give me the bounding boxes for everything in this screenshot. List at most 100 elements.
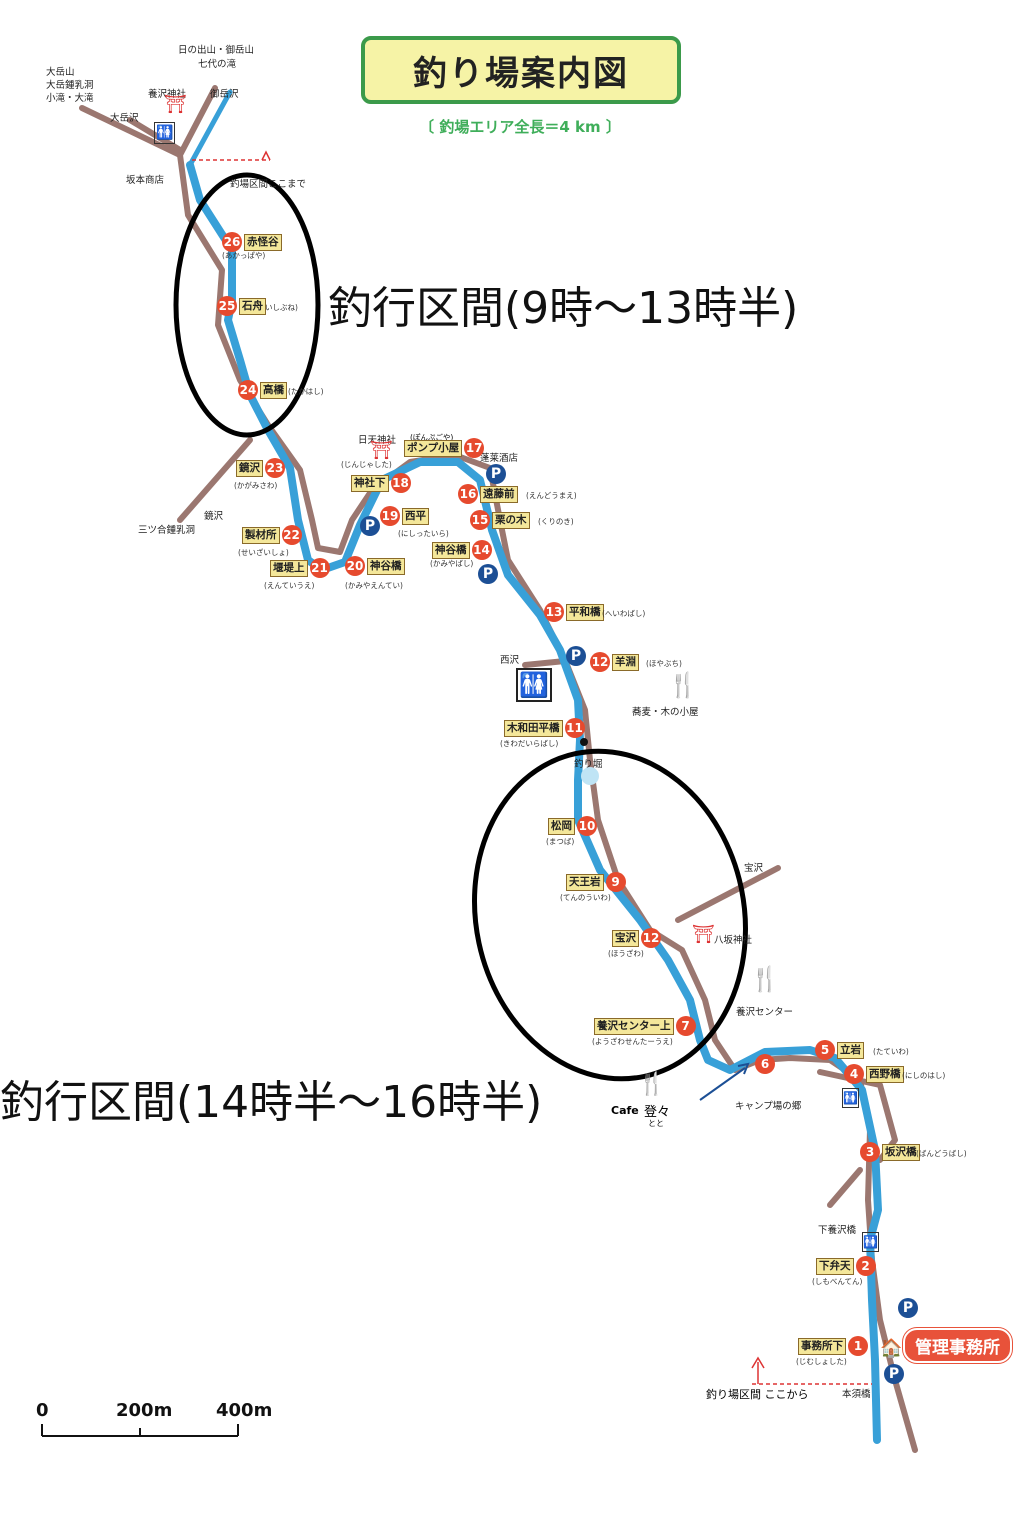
road-lower-branch [827, 1167, 863, 1208]
spot-number: 19 [380, 506, 400, 526]
spot-reading: (にしのはし) [902, 1071, 946, 1080]
restaurant-icon: 🍴 [668, 671, 698, 699]
label-cafe-n: 蕎麦・木の小屋 [632, 707, 699, 718]
river-top [187, 89, 233, 168]
spot-number: 12 [641, 928, 661, 948]
label-top-falls: 七代の滝 [198, 59, 237, 70]
office-house-icon: 🏠 [880, 1338, 903, 1359]
spot-number: 9 [605, 872, 626, 892]
spot-name: 木和田平橋 [504, 719, 563, 737]
spot-name: 石舟 [239, 297, 266, 315]
spot-reading: いしぶね) [265, 303, 298, 312]
spot-name: 平和橋 [566, 603, 604, 621]
spot-reading: (くりのき) [538, 517, 574, 526]
lower-limit-arrow [751, 1356, 765, 1384]
label-center: 養沢センター [736, 1007, 794, 1018]
upper-section-ellipse [173, 172, 321, 438]
spot-name: 神谷橋 [367, 557, 405, 575]
spot-reading: (ほうざわ) [608, 949, 644, 958]
spot-number: 25 [217, 296, 237, 316]
spot-reading: (たていわ) [873, 1047, 909, 1056]
spot-reading: (かみやばし) [430, 559, 474, 568]
spot-name: 赤怪谷 [244, 233, 282, 251]
road-left-branch [79, 105, 183, 158]
spot-number: 17 [464, 438, 485, 458]
map-subtitle: 〔 釣場エリア全長＝4 km 〕 [419, 118, 621, 136]
label-camp: キャンプ場の郷 [735, 1101, 802, 1112]
label-honsuke: 本須橋 [842, 1389, 871, 1400]
label-cafe-name: 登々 [644, 1105, 671, 1120]
spot-number: 22 [281, 525, 302, 545]
label-cafe: Cafe [611, 1104, 639, 1117]
lower-section-label: 釣行区間(14時半～16時半) [0, 1077, 543, 1128]
label-mitsugo: 三ツ合鍾乳洞 [138, 525, 196, 536]
spot-name: 坂沢橋 [882, 1143, 920, 1161]
spot-number: 13 [544, 602, 564, 622]
label-mitake-sawa: 御岳沢 [210, 89, 239, 100]
spot-name: 養沢センター上 [594, 1017, 674, 1035]
spot-number: 3 [860, 1142, 880, 1162]
scale-label-400: 400m [216, 1400, 273, 1421]
spot-name: 神社下 [351, 474, 389, 492]
spot-name: 天王岩 [566, 873, 604, 891]
parking-icon: P [884, 1364, 904, 1384]
spot-number: 26 [222, 232, 242, 252]
spot-number: 7 [675, 1016, 696, 1036]
restroom-icon: 🚻 [842, 1088, 859, 1108]
label-lower-limit: 釣り場区間 ここから [706, 1388, 809, 1401]
scale-bar [41, 1424, 239, 1437]
parking-icon: P [566, 646, 586, 666]
spot-name: 栗の木 [492, 511, 530, 529]
spot-name: 羊淵 [612, 653, 639, 671]
spot-number: 16 [458, 484, 478, 504]
spot-reading: (きわだいらばし) [500, 739, 559, 748]
label-hotel: 蓬莱酒店 [480, 453, 519, 464]
shrine-icon: ⛩ [692, 924, 715, 945]
parking-icon: P [478, 564, 498, 584]
spot-name: 鏡沢 [236, 459, 263, 477]
label-left-peaks-3: 小滝・大滝 [46, 93, 94, 104]
spot-name: 宝沢 [612, 929, 639, 947]
label-upper-limit: 釣場区間ここまで [230, 179, 307, 190]
upper-limit-arrow [261, 150, 271, 161]
restroom-icon: 🚻 [862, 1232, 879, 1252]
spot-number: 5 [815, 1040, 835, 1060]
spot-number: 24 [238, 380, 258, 400]
lower-section-ellipse [472, 748, 748, 1082]
spot-reading: (せいざいしょ) [238, 548, 289, 557]
spot-name: 西野橋 [866, 1065, 904, 1083]
spot-name: 下弁天 [816, 1257, 854, 1275]
camp-arrow [699, 1062, 750, 1101]
map-title: 釣り場案内図 [361, 36, 681, 104]
spot-reading: (じむしょした) [796, 1357, 847, 1366]
label-yawata: 八坂神社 [714, 935, 753, 946]
label-houzawa: 宝沢 [744, 863, 764, 874]
spot-reading: (かがみさわ) [234, 481, 278, 490]
spot-number: 10 [577, 816, 597, 836]
scale-line [41, 1424, 239, 1437]
label-cafe-reading: とと [648, 1119, 664, 1128]
spot-name: 高橋 [260, 381, 287, 399]
label-nishizawa: 西沢 [500, 655, 520, 666]
spot-number: 4 [844, 1064, 864, 1084]
spot-reading: (かみやえんてい) [345, 581, 403, 590]
label-shrine-top: 養沢神社 [148, 89, 187, 100]
label-left-peaks-1: 大岳山 [46, 67, 75, 78]
spot-number: 11 [564, 718, 585, 738]
